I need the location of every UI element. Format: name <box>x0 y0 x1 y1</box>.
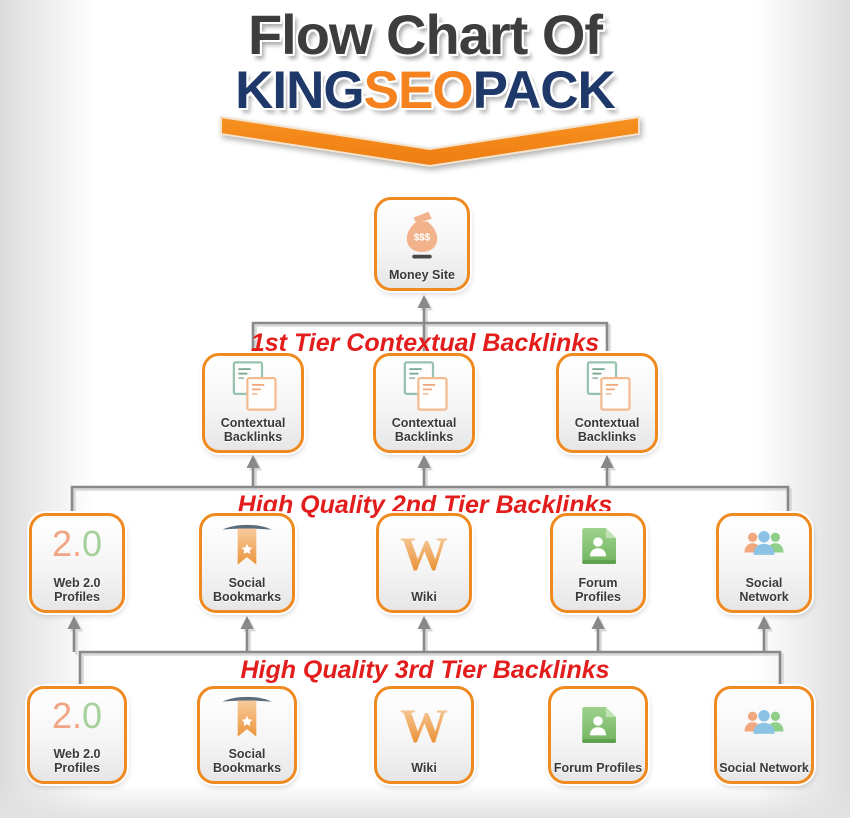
bookmark-ribbon-icon <box>202 516 292 576</box>
orange-chevron-banner <box>220 115 640 168</box>
node-label: Contextual Backlinks <box>220 416 286 444</box>
node-social-network-t3: Social Network <box>714 686 814 784</box>
brand-pack: PACK <box>472 61 616 120</box>
svg-text:W: W <box>400 700 448 750</box>
tier3-label: High Quality 3rd Tier Backlinks <box>240 656 610 684</box>
node-social-bookmarks-t2: Social Bookmarks <box>199 513 295 613</box>
forum-document-icon <box>551 689 645 761</box>
brand-title: KINGSEOPACK <box>0 60 850 121</box>
bookmark-ribbon-icon <box>200 689 294 747</box>
arrow-to-money-site <box>417 295 431 308</box>
node-label: Web 2.0 Profiles <box>53 576 101 604</box>
people-group-icon <box>719 516 809 576</box>
node-label: Contextual Backlinks <box>574 416 640 444</box>
node-forum-profiles-t3: Forum Profiles <box>548 686 648 784</box>
bottom-edge-shading <box>0 784 850 818</box>
arrow-to-tier1-left <box>246 455 260 468</box>
node-contextual-backlinks-2: Contextual Backlinks <box>373 353 475 453</box>
arrow-to-tier2-2 <box>240 616 254 629</box>
node-wiki-t3: W Wiki <box>374 686 474 784</box>
forum-document-icon <box>553 516 643 576</box>
node-label: Social Network <box>719 761 809 775</box>
node-label: Web 2.0 Profiles <box>53 747 101 775</box>
arrow-to-tier1-right <box>600 455 614 468</box>
node-web20-profiles-t2: 2.0 Web 2.0 Profiles <box>29 513 125 613</box>
stems-to-tier2 <box>72 627 766 652</box>
stems-to-tier1 <box>251 464 609 487</box>
node-label: Forum Profiles <box>575 576 621 604</box>
documents-icon <box>376 356 472 416</box>
node-social-network-t2: Social Network <box>716 513 812 613</box>
node-social-bookmarks-t3: Social Bookmarks <box>197 686 297 784</box>
node-wiki-t2: W Wiki <box>376 513 472 613</box>
people-group-icon <box>717 689 811 761</box>
money-bag-icon: $$$ <box>377 200 467 268</box>
brand-king: KING <box>235 61 364 120</box>
node-label: Contextual Backlinks <box>391 416 457 444</box>
node-label: Social Bookmarks <box>212 747 282 775</box>
svg-text:W: W <box>400 528 448 578</box>
arrow-to-tier2-5 <box>757 616 771 629</box>
node-forum-profiles-t2: Forum Profiles <box>550 513 646 613</box>
node-money-site: $$$ Money Site <box>374 197 470 291</box>
node-label: Money Site <box>389 268 455 282</box>
node-label: Wiki <box>411 590 437 604</box>
brand-seo: SEO <box>363 61 474 120</box>
arrow-to-tier2-1 <box>67 616 81 629</box>
wiki-w-icon: W <box>377 689 471 761</box>
arrow-to-tier1-center <box>417 455 431 468</box>
node-contextual-backlinks-3: Contextual Backlinks <box>556 353 658 453</box>
node-label: Forum Profiles <box>553 761 643 775</box>
web20-icon: 2.0 <box>51 695 103 736</box>
arrow-to-tier2-3 <box>417 616 431 629</box>
wiki-w-icon: W <box>379 516 469 590</box>
documents-icon <box>205 356 301 416</box>
documents-icon <box>559 356 655 416</box>
node-label: Social Bookmarks <box>212 576 282 604</box>
node-label: Social Network <box>739 576 789 604</box>
svg-text:$$$: $$$ <box>414 233 431 244</box>
node-contextual-backlinks-1: Contextual Backlinks <box>202 353 304 453</box>
node-label: Wiki <box>411 761 437 775</box>
web20-icon: 2.0 <box>51 523 103 564</box>
arrow-to-tier2-4 <box>591 616 605 629</box>
page-title: Flow Chart Of <box>247 3 603 66</box>
node-web20-profiles-t3: 2.0 Web 2.0 Profiles <box>27 686 127 784</box>
